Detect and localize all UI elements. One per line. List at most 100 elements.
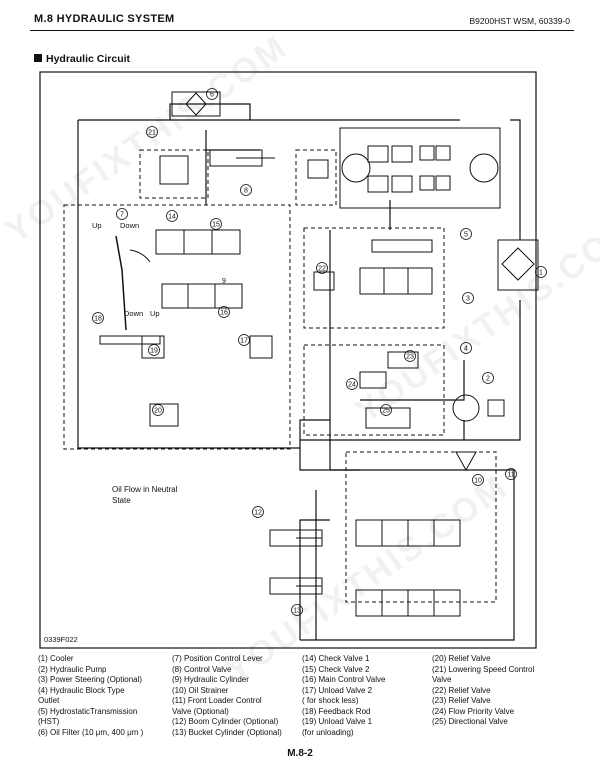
legend-item: (21) Lowering Speed Control (432, 664, 535, 674)
legend-item: (13) Bucket Cylinder (Optional) (172, 727, 282, 737)
oil-strainer-symbol (455, 451, 477, 472)
legend-item: (1) Cooler (38, 654, 74, 663)
callout-2: 2 (486, 376, 490, 383)
callout-circle-1 (535, 266, 547, 278)
front-loader-block (345, 451, 497, 603)
legend-item: (9) Hydraulic Cylinder (172, 675, 249, 684)
callout-17: 17 (240, 338, 248, 345)
legend-item: (6) Oil Filter (10 μm, 400 μm ) (38, 727, 144, 737)
callout-24: 24 (348, 382, 356, 389)
power-steering-valve-symbol (359, 267, 433, 295)
callout-circle-16 (218, 306, 230, 318)
cooler-symbol (501, 247, 535, 281)
callout-16: 16 (220, 310, 228, 317)
legend-column-3: (14) Check Valve 1 (15) Check Valve 2 (1… (302, 654, 385, 738)
callout-circle-21 (146, 126, 158, 138)
legend-item: (22) Relief Valve (432, 685, 491, 695)
section-title: Hydraulic Circuit (34, 53, 130, 65)
legend-item: (3) Power Steering (Optional) (38, 675, 143, 684)
legend-item: (4) Hydraulic Block Type (38, 685, 125, 695)
hydraulic-pump-symbol (452, 394, 480, 422)
main-control-valve-symbol (155, 229, 241, 255)
legend-item: (7) Position Control Lever (172, 654, 263, 663)
control-valve-block (63, 204, 291, 450)
pipe-lines (77, 103, 521, 641)
page-number: M.8-2 (287, 748, 313, 759)
callout-circle-25 (380, 404, 392, 416)
legend-item: (17) Unload Valve 2 (302, 685, 373, 695)
callout-6: 6 (210, 92, 214, 99)
callout-7: 7 (120, 212, 124, 219)
engine-symbol (307, 159, 329, 179)
callout-23: 23 (406, 354, 414, 361)
legend-item: (15) Check Valve 2 (302, 664, 370, 674)
hst-block (339, 127, 501, 209)
callout-circle-24 (346, 378, 358, 390)
legend-item: (24) Flow Priority Valve (432, 706, 515, 716)
dashed-blocks (63, 149, 497, 603)
header-rule (30, 30, 574, 31)
lever-label-down-lower: Down (124, 309, 143, 318)
callouts (92, 88, 547, 616)
steering-cylinder-symbol (371, 239, 433, 253)
callout-10: 10 (474, 478, 482, 485)
bullet-square-icon (34, 54, 42, 62)
legend-item: (8) Control Valve (172, 664, 232, 674)
callout-3: 3 (466, 296, 470, 303)
callout-circle-23 (404, 350, 416, 362)
callout-circle-14 (166, 210, 178, 222)
legend-item: (12) Boom Cylinder (Optional) (172, 717, 279, 726)
legend-item: (20) Relief Valve (432, 654, 491, 663)
hst-motor-block (295, 149, 337, 206)
legend-item: Outlet (38, 696, 60, 705)
callout-circle-2 (482, 372, 494, 384)
callout-22: 22 (318, 266, 326, 273)
callout-circle-12 (252, 506, 264, 518)
callout-circle-5 (460, 228, 472, 240)
callout-15: 15 (212, 222, 220, 229)
model-reference: B9200HST WSM, 60339-0 (469, 16, 570, 26)
legend-item: (HST) (38, 717, 60, 726)
legend-item: (16) Main Control Valve (302, 675, 386, 684)
callout-circle-18 (92, 312, 104, 324)
callout-4: 4 (464, 346, 468, 353)
callout-circle-7 (116, 208, 128, 220)
legend-item: (25) Directional Valve (432, 717, 508, 726)
callout-9: 9 (222, 278, 226, 285)
callout-20: 20 (154, 408, 162, 415)
legend-item: (11) Front Loader Control (172, 696, 262, 705)
callout-21: 21 (148, 130, 156, 137)
oil-filter-symbol (185, 92, 207, 116)
callout-circle-17 (238, 334, 250, 346)
oil-flow-note: Oil Flow in Neutral State (112, 485, 178, 505)
callout-8: 8 (244, 188, 248, 195)
section-header: M.8 HYDRAULIC SYSTEM (34, 13, 175, 25)
legend-column-1: (1) Cooler (2) Hydraulic Pump (3) Power … (38, 654, 143, 738)
callout-circle-19 (148, 344, 160, 356)
callout-1: 1 (539, 270, 543, 277)
callout-19: 19 (150, 348, 158, 355)
legend-column-4: (20) Relief Valve (21) Lowering Speed Co… (432, 654, 534, 728)
lever-label-up-lower: Up (150, 309, 160, 318)
callout-circle-4 (460, 342, 472, 354)
position-lever-symbol (115, 235, 127, 331)
callout-circle-15 (210, 218, 222, 230)
legend-item: Valve (432, 675, 452, 684)
lever-label-down: Down (120, 221, 139, 230)
legend-item: ( for shock less) (302, 696, 359, 705)
legend-item: (23) Relief Valve (432, 696, 491, 705)
callout-14: 14 (168, 214, 176, 221)
legend-item: (18) Feedback Rod (302, 706, 371, 716)
callout-25: 25 (382, 408, 390, 415)
legend-item: (14) Check Valve 1 (302, 654, 370, 663)
callout-circle-13 (291, 604, 303, 616)
legend-column-2: (7) Position Control Lever (8) Control V… (172, 654, 282, 738)
hst-motor-symbol (469, 153, 499, 183)
callout-18: 18 (94, 316, 102, 323)
callout-12: 12 (254, 510, 262, 517)
outlet-block (303, 344, 445, 436)
legend-item: (5) HydrostaticTransmission (38, 706, 138, 716)
callout-circle-6 (206, 88, 218, 100)
legend-item: (19) Unload Valve 1 (302, 717, 373, 726)
